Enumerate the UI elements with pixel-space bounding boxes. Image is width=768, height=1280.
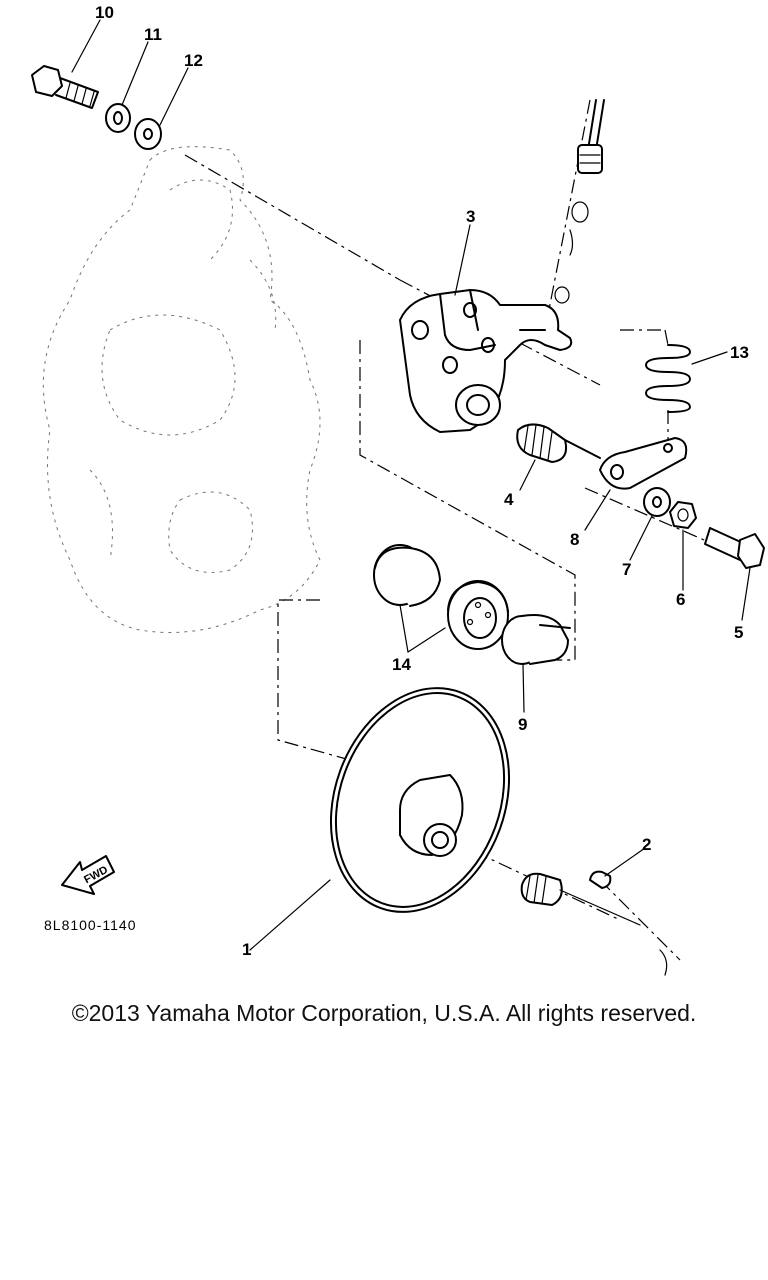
part-label-14: 14 [392,655,411,674]
part-label-6: 6 [676,590,685,609]
control-cable [554,99,605,304]
part-label-11: 11 [144,25,162,44]
engine-case-outline [42,146,321,633]
gear-shaft-4 [516,423,601,463]
fwd-arrow-icon: FWD [61,855,115,895]
bolt-5 [704,527,765,569]
plunger-9 [501,614,571,665]
pulley-disc-1 [329,687,511,913]
part-label-10: 10 [95,3,114,22]
weight-14 [373,544,509,650]
part-label-7: 7 [622,560,631,579]
spring-washer-11 [105,103,131,133]
copyright-notice: ©2013 Yamaha Motor Corporation, U.S.A. A… [71,1000,697,1026]
lever-8 [599,437,688,490]
exploded-parts-diagram: FWD 10 11 12 3 13 4 8 7 6 5 14 9 2 1 8L8… [31,3,765,976]
spring-13 [645,344,691,413]
part-label-12: 12 [184,51,203,70]
part-label-5: 5 [734,623,743,642]
washer-7 [643,487,671,517]
nut-6 [669,501,697,529]
part-label-13: 13 [730,343,749,362]
crankshaft-stub [520,872,668,976]
figure-code: 8L8100-1140 [44,917,136,933]
callout-leaders [71,19,751,951]
governor-housing-3 [399,289,573,433]
part-label-2: 2 [642,835,651,854]
bolt-10 [31,65,99,109]
part-label-4: 4 [504,490,514,509]
part-label-1: 1 [242,940,251,959]
part-label-9: 9 [518,715,527,734]
plain-washer-12 [134,118,162,150]
part-number-labels: 10 11 12 3 13 4 8 7 6 5 14 9 2 1 [95,3,749,959]
part-label-3: 3 [466,207,475,226]
part-label-8: 8 [570,530,579,549]
